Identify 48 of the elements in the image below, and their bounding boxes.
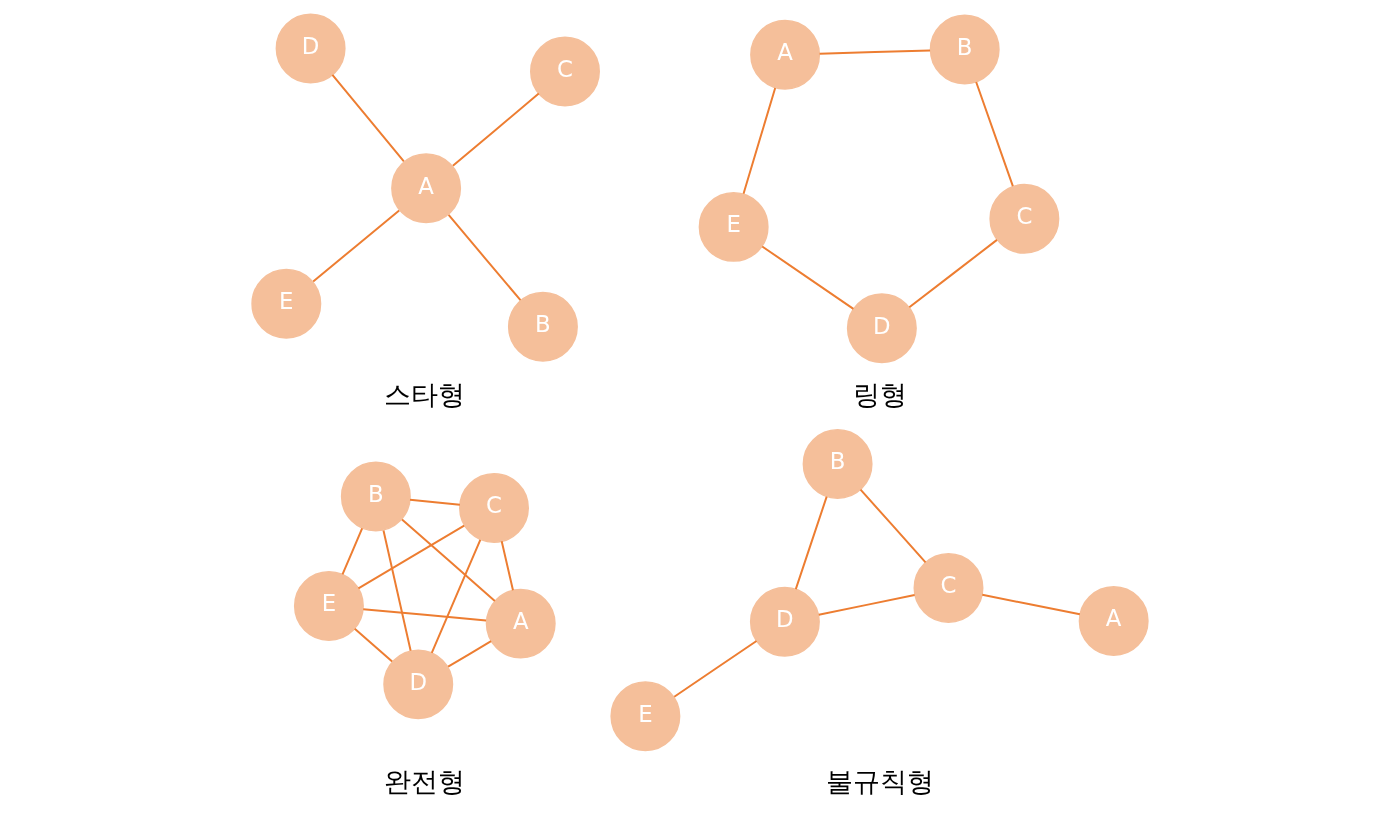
node-circle: E	[698, 191, 769, 262]
node-circle: D	[846, 293, 917, 364]
node-circle: B	[507, 291, 578, 362]
connector	[341, 527, 363, 576]
connector	[447, 214, 521, 302]
node-circle: C	[913, 552, 983, 623]
node-circle: A	[1078, 586, 1149, 657]
connector	[672, 640, 757, 698]
node-circle: D	[382, 649, 453, 720]
label: 링형	[852, 378, 907, 410]
node-circle: B	[340, 461, 411, 532]
label: 불규칙형	[825, 766, 934, 798]
connector	[446, 640, 492, 668]
connector	[980, 593, 1081, 616]
node-circle: E	[609, 681, 680, 752]
connector	[974, 81, 1014, 188]
connector	[794, 495, 828, 591]
label: 완전형	[383, 766, 465, 798]
connector	[859, 488, 927, 564]
connector	[382, 529, 412, 652]
connector	[817, 593, 916, 616]
connector	[408, 498, 461, 506]
node-circle: C	[458, 472, 529, 543]
connector	[742, 86, 776, 195]
connector	[356, 524, 465, 590]
connector	[400, 518, 496, 602]
node-circle: E	[250, 268, 321, 339]
node-circle: D	[749, 586, 820, 657]
connector	[500, 540, 514, 592]
connector	[430, 538, 481, 654]
node-circle: C	[529, 36, 600, 107]
connector	[818, 49, 931, 55]
node-circle: A	[390, 153, 461, 224]
connector	[760, 245, 854, 310]
node-circle: E	[293, 571, 364, 641]
node-circle: A	[485, 588, 556, 659]
connector	[353, 627, 393, 663]
connector	[361, 608, 487, 622]
node-circle: C	[988, 183, 1059, 254]
node-circle: D	[275, 13, 346, 84]
node-circle: A	[749, 19, 820, 90]
connector	[311, 209, 400, 283]
node-circle: B	[929, 14, 1000, 85]
connector	[451, 92, 540, 167]
connector	[330, 73, 405, 163]
node-circle: B	[802, 429, 873, 499]
connector	[907, 238, 998, 309]
label: 스타형	[383, 378, 465, 410]
